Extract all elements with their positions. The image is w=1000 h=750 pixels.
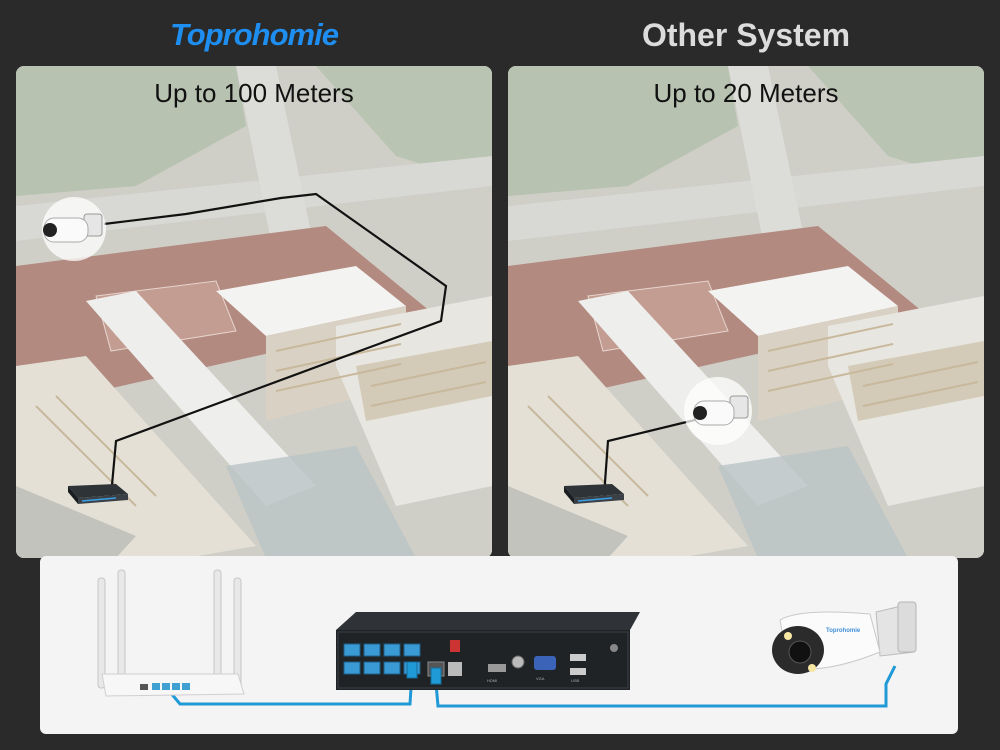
router-icon [97,569,245,697]
brand-logo-text: Toprohomie [170,17,339,52]
nvr-recorder-icon [564,484,624,504]
vga-port-label: VGA [536,676,545,681]
usb-port-label: USB [571,678,580,683]
hdmi-port-label: HDMI [487,678,497,683]
camera-icon: Toprohomie [772,601,917,674]
camera-icon [43,213,103,243]
camera-brand-label: Toprohomie [826,628,861,634]
nvr-recorder-icon [68,484,128,504]
nvr-recorder-icon: HDMI VGA USB [336,612,640,690]
nvr-port-labels: HDMI VGA USB [487,676,580,683]
range-label-20m: Up to 20 Meters [653,78,839,108]
connection-diagram: HDMI VGA USB Toprohomie [40,556,958,734]
toprohomie-range-panel: Up to 100 Meters [16,66,492,558]
other-system-range-panel: Up to 20 Meters [508,66,984,558]
range-label-100m: Up to 100 Meters [154,78,354,108]
camera-icon [693,395,749,426]
campus-aerial-illustration [16,66,492,558]
campus-aerial-illustration [508,66,984,558]
other-system-title: Other System [641,17,851,53]
